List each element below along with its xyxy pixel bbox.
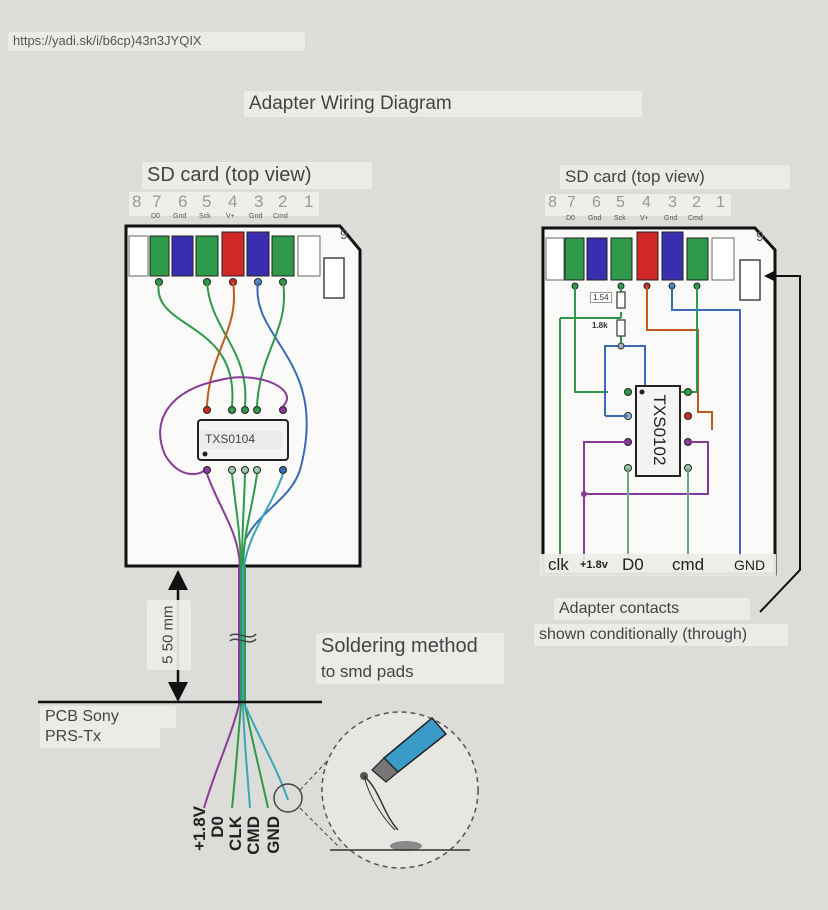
- right-pin-number-8: 8: [548, 194, 557, 211]
- right-card-heading: SD card (top view): [560, 165, 790, 189]
- left-pin-number-1: 1: [304, 192, 314, 211]
- left-pin-number-5: 5: [202, 192, 212, 211]
- wire-bundle: [203, 566, 289, 809]
- soldering-magnifier: [273, 711, 479, 869]
- pcb-label-2: PRS-Tx: [40, 726, 160, 749]
- right-pin-number-5: 5: [616, 194, 625, 211]
- right-pin-name-vplus: V+: [640, 215, 649, 222]
- wire-label-gnd: GND: [264, 816, 283, 854]
- left-pin-name-d0: D0: [151, 213, 160, 220]
- right-pin-name-cmd: Cmd: [688, 215, 703, 222]
- soldering-subtitle: to smd pads: [316, 660, 504, 684]
- page-title: Adapter Wiring Diagram: [244, 91, 642, 117]
- left-pin-9: 9: [340, 226, 348, 242]
- right-pin-name-gnd: Gnd: [588, 215, 602, 222]
- right-pin-name-d0: D0: [566, 215, 575, 222]
- left-pin-number-4: 4: [228, 192, 238, 211]
- right-pin-name-sck: Sck: [614, 215, 626, 222]
- url-bar[interactable]: https://yadi.sk/i/b6cp)43n3JYQIX: [8, 32, 305, 51]
- note-line-2: shown conditionally (through): [534, 624, 788, 647]
- left-pin-number-6: 6: [178, 192, 188, 211]
- note-line-1: Adapter contacts: [554, 598, 750, 621]
- left-pin-name-sck: Sck: [199, 213, 211, 220]
- left-pin-numbers: [129, 192, 319, 216]
- left-pin-number-7: 7: [152, 192, 162, 211]
- left-card-heading: SD card (top view): [142, 162, 372, 189]
- left-pin-number-2: 2: [278, 192, 288, 211]
- right-pin-number-3: 3: [668, 194, 677, 211]
- left-pin-number-8: 8: [132, 192, 142, 211]
- right-pin-numbers: [545, 194, 731, 216]
- right-pin-number-2: 2: [692, 194, 701, 211]
- left-pin-name-vplus: V+: [226, 213, 235, 220]
- right-pin-number-6: 6: [592, 194, 601, 211]
- resistor-1-label: 1.54: [590, 292, 612, 303]
- pcb-label-1: PCB Sony: [40, 706, 176, 729]
- right-chip-label: TXS0102: [650, 394, 669, 466]
- dimension-text: 5 50 mm: [159, 605, 177, 664]
- resistor-2-label: 1.8k: [592, 321, 608, 330]
- right-pin-number-1: 1: [716, 194, 725, 211]
- soldering-title: Soldering method: [316, 633, 504, 660]
- right-pin-9: 9: [756, 228, 764, 244]
- right-sd-card: [541, 226, 777, 576]
- left-pin-name-cmd: Cmd: [273, 213, 288, 220]
- left-chip-label: TXS0104: [200, 431, 282, 449]
- right-bottom-1v8: +1.8v: [580, 559, 608, 571]
- right-bottom-strip: [540, 554, 776, 576]
- left-pin-number-3: 3: [254, 192, 264, 211]
- right-bottom-d0: D0: [622, 555, 644, 574]
- dimension-label: 5 50 mm: [147, 600, 191, 670]
- right-bottom-clk: clk: [548, 555, 569, 574]
- right-bottom-gnd: GND: [734, 557, 766, 573]
- right-bottom-cmd: cmd: [672, 555, 705, 574]
- left-pin-name-gnd2: Gnd: [249, 213, 263, 220]
- left-pin-name-gnd: Gnd: [173, 213, 187, 220]
- right-pin-name-gnd2: Gnd: [664, 215, 678, 222]
- right-pin-number-7: 7: [567, 194, 576, 211]
- right-pin-number-4: 4: [642, 194, 651, 211]
- left-sd-card: [124, 224, 362, 568]
- contacts-arrow: [759, 270, 801, 613]
